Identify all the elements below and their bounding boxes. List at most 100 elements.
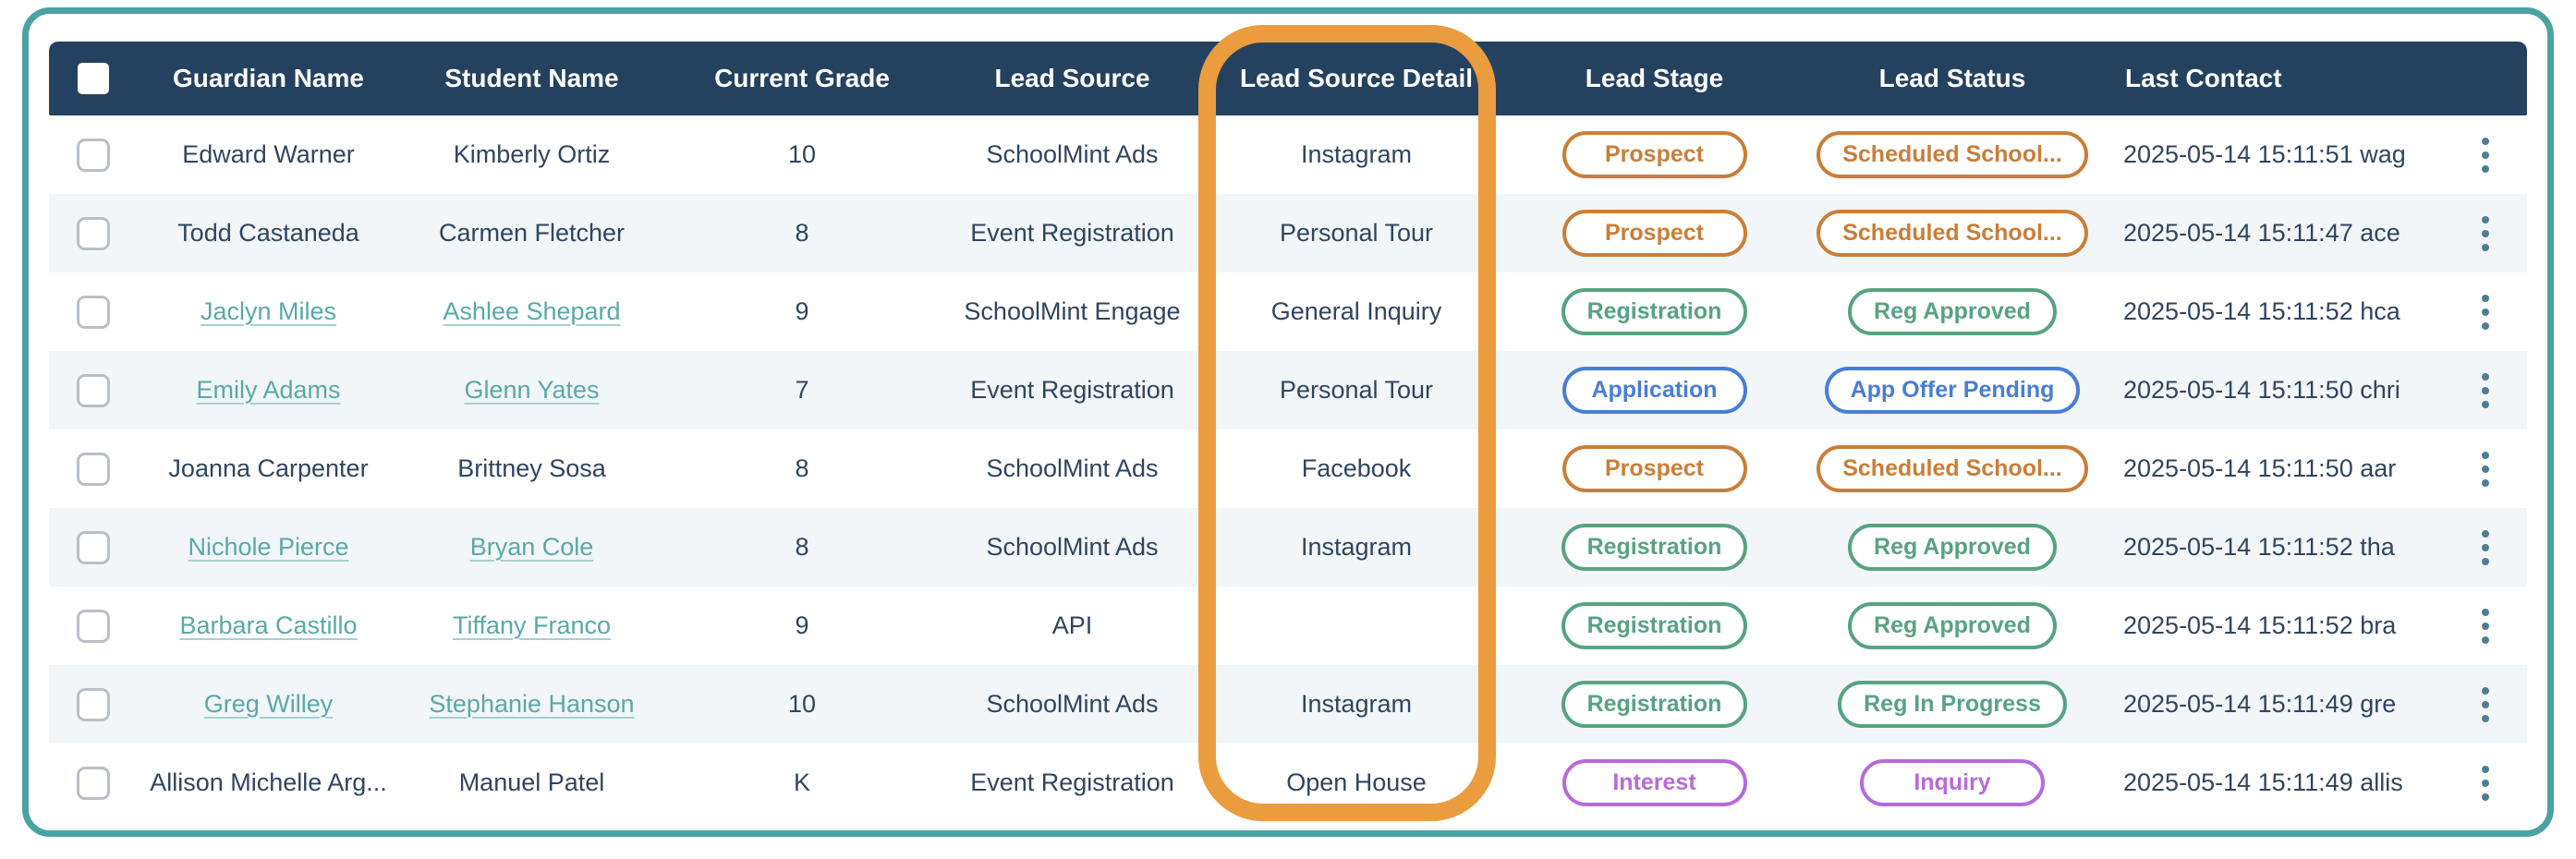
last-contact-cell: 2025-05-14 15:11:50 chri: [2123, 376, 2400, 404]
lead-source-cell: SchoolMint Engage: [964, 297, 1181, 325]
row-actions-cell: [2444, 603, 2527, 649]
student-name-cell: Carmen Fletcher: [400, 219, 663, 248]
student-name-cell: Brittney Sosa: [400, 454, 663, 483]
row-checkbox[interactable]: [76, 295, 110, 329]
kebab-menu-icon[interactable]: [2467, 211, 2504, 257]
row-actions-cell: [2444, 132, 2527, 178]
kebab-menu-icon[interactable]: [2467, 368, 2504, 414]
guardian-name-link[interactable]: Barbara Castillo: [179, 611, 358, 639]
student-name-link: Manuel Patel: [458, 768, 605, 796]
guardian-name-cell: Greg Willey: [137, 690, 400, 719]
student-name-link[interactable]: Tiffany Franco: [452, 611, 612, 639]
kebab-menu-icon[interactable]: [2467, 760, 2504, 806]
lead-stage-cell: Application: [1509, 367, 1800, 414]
lead-status-badge: Inquiry: [1860, 759, 2045, 806]
current-grade-cell: 10: [787, 690, 817, 718]
column-header-lead-stage: Lead Stage: [1585, 64, 1724, 92]
student-name-cell: Bryan Cole: [400, 533, 663, 562]
lead-status-cell: Reg In Progress: [1800, 681, 2105, 728]
guardian-name-link: Todd Castaneda: [177, 219, 359, 247]
kebab-menu-icon[interactable]: [2467, 603, 2504, 649]
lead-status-cell: Reg Approved: [1800, 288, 2105, 335]
row-checkbox-cell: [49, 138, 137, 172]
row-actions-cell: [2444, 760, 2527, 806]
student-name-link: Carmen Fletcher: [438, 219, 626, 247]
lead-status-cell: Scheduled School...: [1800, 131, 2105, 178]
guardian-name-link[interactable]: Greg Willey: [203, 690, 334, 718]
row-checkbox[interactable]: [76, 138, 110, 172]
leads-table-card: Guardian Name Student Name Current Grade…: [22, 7, 2554, 837]
lead-source-cell: SchoolMint Ads: [986, 454, 1159, 482]
row-checkbox[interactable]: [76, 452, 110, 486]
lead-status-badge: Scheduled School...: [1817, 445, 2088, 492]
lead-source-detail-cell: Personal Tour: [1279, 219, 1434, 247]
row-checkbox-cell: [49, 295, 137, 329]
lead-stage-cell: Registration: [1509, 288, 1800, 335]
lead-status-badge: Reg Approved: [1848, 602, 2057, 649]
row-actions-cell: [2444, 525, 2527, 571]
lead-stage-cell: Prospect: [1509, 131, 1800, 178]
last-contact-cell: 2025-05-14 15:11:52 bra: [2123, 611, 2397, 639]
kebab-menu-icon[interactable]: [2467, 289, 2504, 335]
current-grade-cell: 9: [795, 611, 809, 639]
guardian-name-link[interactable]: Jaclyn Miles: [200, 297, 337, 325]
lead-stage-badge: Prospect: [1561, 210, 1747, 257]
guardian-name-link: Joanna Carpenter: [168, 454, 369, 482]
lead-status-badge: Scheduled School...: [1817, 131, 2088, 178]
row-actions-cell: [2444, 368, 2527, 414]
row-checkbox-cell: [49, 216, 137, 250]
kebab-menu-icon[interactable]: [2467, 682, 2504, 728]
table-row: Greg Willey Stephanie Hanson 10 SchoolMi…: [49, 665, 2527, 744]
student-name-cell: Ashlee Shepard: [400, 297, 663, 326]
student-name-link[interactable]: Ashlee Shepard: [443, 297, 621, 325]
guardian-name-cell: Barbara Castillo: [137, 611, 400, 640]
lead-status-badge: Scheduled School...: [1817, 210, 2088, 257]
lead-source-detail-cell: Instagram: [1300, 690, 1413, 718]
row-checkbox[interactable]: [76, 530, 110, 564]
row-checkbox-cell: [49, 687, 137, 721]
lead-stage-cell: Prospect: [1509, 210, 1800, 257]
kebab-menu-icon[interactable]: [2467, 446, 2504, 492]
student-name-link: Kimberly Ortiz: [453, 140, 611, 168]
row-actions-cell: [2444, 211, 2527, 257]
lead-stage-badge: Registration: [1561, 288, 1748, 335]
guardian-name-cell: Edward Warner: [137, 140, 400, 169]
last-contact-cell: 2025-05-14 15:11:49 gre: [2123, 690, 2397, 718]
last-contact-cell: 2025-05-14 15:11:49 allis: [2123, 768, 2403, 796]
lead-source-cell: SchoolMint Ads: [986, 533, 1159, 561]
lead-source-detail-cell: General Inquiry: [1270, 297, 1442, 325]
lead-source-cell: Event Registration: [970, 768, 1174, 796]
guardian-name-cell: Todd Castaneda: [137, 219, 400, 248]
current-grade-cell: 8: [795, 454, 809, 482]
table-row: Allison Michelle Arg... Manuel Patel K E…: [49, 744, 2527, 822]
row-actions-cell: [2444, 289, 2527, 335]
table-header-row: Guardian Name Student Name Current Grade…: [49, 42, 2527, 115]
student-name-link[interactable]: Bryan Cole: [469, 533, 594, 561]
guardian-name-link[interactable]: Emily Adams: [196, 376, 341, 404]
student-name-cell: Stephanie Hanson: [400, 690, 663, 719]
row-checkbox[interactable]: [76, 609, 110, 643]
kebab-menu-icon[interactable]: [2467, 132, 2504, 178]
student-name-link[interactable]: Stephanie Hanson: [429, 690, 635, 718]
row-actions-cell: [2444, 446, 2527, 492]
row-checkbox[interactable]: [76, 216, 110, 250]
row-checkbox-cell: [49, 766, 137, 800]
current-grade-cell: 7: [795, 376, 809, 404]
student-name-cell: Tiffany Franco: [400, 611, 663, 640]
row-checkbox[interactable]: [76, 373, 110, 407]
student-name-link[interactable]: Glenn Yates: [464, 376, 600, 404]
lead-status-cell: Scheduled School...: [1800, 445, 2105, 492]
lead-stage-cell: Registration: [1509, 681, 1800, 728]
lead-stage-badge: Registration: [1561, 524, 1748, 571]
lead-stage-cell: Interest: [1509, 759, 1800, 806]
row-checkbox[interactable]: [76, 766, 110, 800]
select-all-checkbox[interactable]: [77, 63, 109, 94]
guardian-name-link[interactable]: Nichole Pierce: [188, 533, 349, 561]
student-name-cell: Kimberly Ortiz: [400, 140, 663, 169]
column-header-student-name: Student Name: [444, 64, 619, 92]
table-row: Emily Adams Glenn Yates 7 Event Registra…: [49, 351, 2527, 430]
lead-source-cell: SchoolMint Ads: [986, 140, 1159, 168]
row-checkbox-cell: [49, 373, 137, 407]
kebab-menu-icon[interactable]: [2467, 525, 2504, 571]
row-checkbox[interactable]: [76, 687, 110, 721]
